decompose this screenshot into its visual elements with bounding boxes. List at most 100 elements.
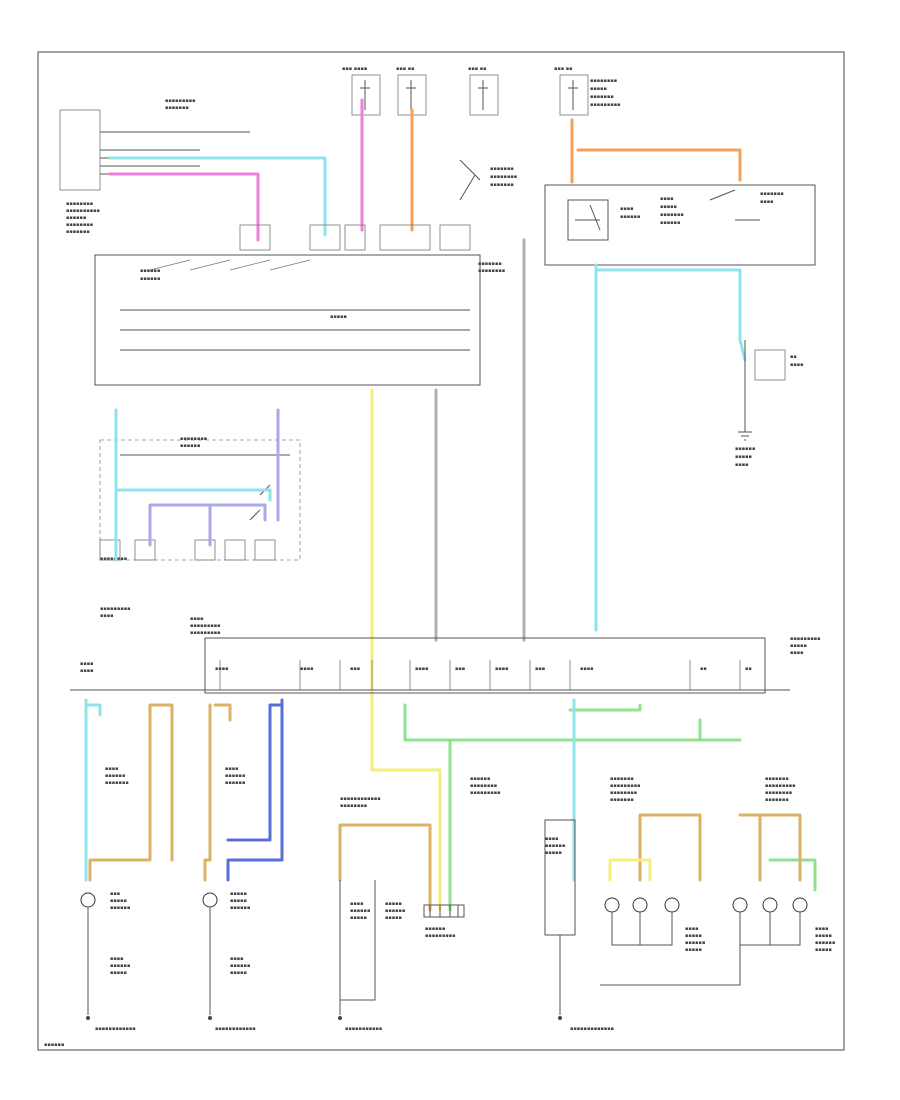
svg-text:▪▪▪▪▪: ▪▪▪▪▪ (735, 454, 752, 460)
svg-text:▪▪▪▪▪▪: ▪▪▪▪▪▪ (545, 843, 565, 849)
wire-orange-right (570, 118, 742, 184)
svg-text:▪▪▪▪: ▪▪▪▪ (105, 766, 119, 772)
svg-text:▪▪▪▪▪▪▪▪▪▪▪: ▪▪▪▪▪▪▪▪▪▪▪ (345, 1026, 382, 1032)
svg-text:▪▪▪▪: ▪▪▪▪ (545, 836, 559, 842)
svg-text:▪▪▪▪: ▪▪▪▪ (735, 462, 749, 468)
right-front-lamp: ▪▪▪▪▪ ▪▪▪▪▪ ▪▪▪▪▪▪ ▪▪▪▪ ▪▪▪▪▪▪ ▪▪▪▪▪ ▪▪▪… (202, 891, 256, 1032)
svg-text:▪▪▪▪▪▪: ▪▪▪▪▪▪ (66, 215, 86, 221)
svg-text:▪▪▪▪▪▪: ▪▪▪▪▪▪ (180, 443, 200, 449)
svg-text:▪▪▪▪▪▪▪: ▪▪▪▪▪▪▪ (66, 229, 90, 235)
wire-tan-center (203, 703, 232, 882)
svg-text:▪▪▪▪▪: ▪▪▪▪▪ (110, 970, 127, 976)
bulb-icon (732, 897, 808, 913)
svg-text:▪▪▪ ▪▪▪▪: ▪▪▪ ▪▪▪▪ (342, 66, 367, 72)
svg-text:▪▪▪▪▪▪▪▪▪: ▪▪▪▪▪▪▪▪▪ (425, 933, 456, 939)
svg-text:▪▪▪▪▪▪: ▪▪▪▪▪▪ (225, 780, 245, 786)
svg-text:▪▪▪▪▪▪▪▪▪: ▪▪▪▪▪▪▪▪▪ (765, 783, 796, 789)
svg-text:▪▪▪: ▪▪▪ (455, 666, 465, 672)
figure-code: ▪▪▪▪▪▪ (44, 1042, 64, 1048)
svg-text:▪▪▪▪▪▪▪: ▪▪▪▪▪▪▪ (590, 94, 614, 100)
svg-text:▪▪▪▪: ▪▪▪▪ (350, 901, 364, 907)
fuse-icon (360, 80, 578, 110)
svg-text:▪▪▪▪▪: ▪▪▪▪▪ (590, 86, 607, 92)
stop-lamp-switch: ▪▪ ▪▪▪▪ ▪▪▪▪▪▪ ▪▪▪▪▪ ▪▪▪▪ (735, 340, 804, 468)
right-rear-lamp-assembly: ▪▪▪▪ ▪▪▪▪▪ ▪▪▪▪▪▪ ▪▪▪▪▪ (600, 897, 835, 986)
svg-text:▪▪▪: ▪▪▪ (110, 891, 120, 897)
svg-text:▪▪▪▪: ▪▪▪▪ (660, 196, 674, 202)
svg-text:▪▪▪▪▪▪▪: ▪▪▪▪▪▪▪ (760, 191, 784, 197)
switch-icon (459, 159, 481, 201)
svg-text:▪▪▪▪▪▪: ▪▪▪▪▪▪ (660, 220, 680, 226)
svg-text:▪▪▪▪▪▪▪▪: ▪▪▪▪▪▪▪▪ (66, 201, 93, 207)
svg-text:▪▪▪▪▪▪▪▪: ▪▪▪▪▪▪▪▪ (765, 790, 792, 796)
svg-text:▪▪▪ ▪▪: ▪▪▪ ▪▪ (554, 66, 573, 72)
svg-text:▪▪▪▪▪▪▪: ▪▪▪▪▪▪▪ (610, 797, 634, 803)
svg-text:▪▪▪▪▪▪▪: ▪▪▪▪▪▪▪ (765, 797, 789, 803)
svg-text:▪▪▪▪▪: ▪▪▪▪▪ (230, 891, 247, 897)
svg-text:▪▪▪▪: ▪▪▪▪ (110, 956, 124, 962)
wire-light-green (403, 703, 817, 912)
svg-text:▪▪▪▪: ▪▪▪▪ (620, 206, 634, 212)
svg-text:▪▪▪▪▪▪▪▪: ▪▪▪▪▪▪▪▪ (100, 556, 127, 562)
svg-text:▪▪▪▪▪▪▪▪▪▪▪▪: ▪▪▪▪▪▪▪▪▪▪▪▪ (340, 796, 381, 802)
trailer-connector: ▪▪▪▪▪▪ ▪▪▪▪▪▪▪▪▪ (423, 904, 465, 939)
svg-text:▪▪▪▪▪▪▪: ▪▪▪▪▪▪▪ (105, 780, 129, 786)
svg-text:▪▪▪▪: ▪▪▪▪ (790, 650, 804, 656)
svg-text:▪▪▪▪▪▪: ▪▪▪▪▪▪ (230, 963, 250, 969)
svg-text:▪▪▪▪▪▪: ▪▪▪▪▪▪ (140, 268, 160, 274)
svg-text:▪▪▪▪▪▪: ▪▪▪▪▪▪ (140, 276, 160, 282)
svg-text:▪▪▪▪▪▪▪▪▪▪▪▪: ▪▪▪▪▪▪▪▪▪▪▪▪ (95, 1026, 136, 1032)
svg-text:▪▪▪▪▪: ▪▪▪▪▪ (685, 933, 702, 939)
svg-text:▪▪▪▪▪: ▪▪▪▪▪ (545, 850, 562, 856)
svg-text:▪▪▪▪▪▪: ▪▪▪▪▪▪ (110, 905, 130, 911)
svg-text:▪▪▪▪: ▪▪▪▪ (790, 362, 804, 368)
svg-text:▪▪▪▪▪▪▪: ▪▪▪▪▪▪▪ (660, 212, 684, 218)
bulb-icon (80, 892, 96, 908)
svg-text:▪▪▪▪▪: ▪▪▪▪▪ (685, 947, 702, 953)
wire-yellow (370, 388, 442, 912)
svg-text:▪▪▪▪▪▪▪: ▪▪▪▪▪▪▪ (490, 182, 514, 188)
svg-text:▪▪▪▪▪: ▪▪▪▪▪ (660, 204, 677, 210)
svg-text:▪▪: ▪▪ (790, 354, 797, 360)
svg-text:▪▪▪▪▪▪▪▪▪: ▪▪▪▪▪▪▪▪▪ (100, 606, 131, 612)
svg-text:▪▪▪▪▪▪▪▪: ▪▪▪▪▪▪▪▪ (66, 222, 93, 228)
wire-tan-left (88, 703, 174, 882)
svg-text:▪▪▪▪▪▪▪▪: ▪▪▪▪▪▪▪▪ (180, 436, 207, 442)
svg-text:▪▪▪▪: ▪▪▪▪ (580, 666, 594, 672)
svg-text:▪▪▪▪▪▪▪: ▪▪▪▪▪▪▪ (165, 105, 189, 111)
ground-icon (738, 420, 752, 441)
wire-light-blue-left (114, 408, 272, 562)
top-fuse-feeds: ▪▪▪ ▪▪▪▪ ▪▪▪ ▪▪ ▪▪▪ ▪▪ ▪▪▪ ▪▪ ▪▪▪▪▪▪▪▪ ▪… (342, 66, 621, 116)
headlamp-switch-labels: ▪▪▪▪▪▪▪▪▪ ▪▪▪▪▪▪▪ ▪▪▪▪▪▪▪▪ ▪▪▪▪▪▪▪▪▪▪ ▪▪… (66, 98, 196, 235)
svg-text:▪▪▪ ▪▪: ▪▪▪ ▪▪ (468, 66, 487, 72)
svg-text:▪▪▪▪: ▪▪▪▪ (685, 926, 699, 932)
svg-text:▪▪▪▪▪▪: ▪▪▪▪▪▪ (225, 773, 245, 779)
wire-light-blue-lower (84, 698, 102, 882)
svg-text:▪▪▪▪▪▪▪▪▪: ▪▪▪▪▪▪▪▪▪ (190, 630, 221, 636)
svg-text:▪▪▪▪▪: ▪▪▪▪▪ (385, 901, 402, 907)
svg-text:▪▪: ▪▪ (745, 666, 752, 672)
svg-text:▪▪▪▪▪: ▪▪▪▪▪ (110, 898, 127, 904)
wire-light-blue-top (108, 156, 327, 237)
wire-tan-right (638, 813, 802, 882)
svg-text:▪▪▪▪▪▪▪▪▪: ▪▪▪▪▪▪▪▪▪ (470, 790, 501, 796)
svg-text:▪▪▪▪: ▪▪▪▪ (80, 668, 94, 674)
svg-text:▪▪▪▪▪▪: ▪▪▪▪▪▪ (105, 773, 125, 779)
relay-icon (567, 199, 609, 241)
ground-icon (338, 1016, 342, 1020)
lamp-labels: ▪▪▪▪ ▪▪▪▪▪▪ ▪▪▪▪▪▪▪ ▪▪▪▪ ▪▪▪▪▪▪ ▪▪▪▪▪▪ ▪… (105, 766, 796, 856)
wire-pink (108, 172, 260, 242)
svg-text:▪▪▪▪▪▪: ▪▪▪▪▪▪ (620, 214, 640, 220)
svg-text:▪▪▪▪▪: ▪▪▪▪▪ (790, 643, 807, 649)
left-rear-lamp-assembly: ▪▪▪▪ ▪▪▪▪▪ ▪▪▪▪▪▪ ▪▪▪▪▪ ▪▪▪▪▪▪▪▪▪▪▪▪▪ (544, 819, 705, 1032)
diagram-frame (37, 51, 845, 1051)
ground-icon (558, 1016, 562, 1020)
svg-text:▪▪▪▪▪▪▪▪▪▪▪▪▪: ▪▪▪▪▪▪▪▪▪▪▪▪▪ (570, 1026, 614, 1032)
connector-icon (423, 904, 465, 918)
svg-text:▪▪▪▪▪▪▪▪: ▪▪▪▪▪▪▪▪ (610, 790, 637, 796)
svg-text:▪▪▪▪▪: ▪▪▪▪▪ (815, 947, 832, 953)
wire-tan-trailer (338, 823, 432, 912)
svg-text:▪▪▪▪▪▪▪▪▪: ▪▪▪▪▪▪▪▪▪ (790, 636, 821, 642)
ground-icon (86, 1016, 90, 1020)
